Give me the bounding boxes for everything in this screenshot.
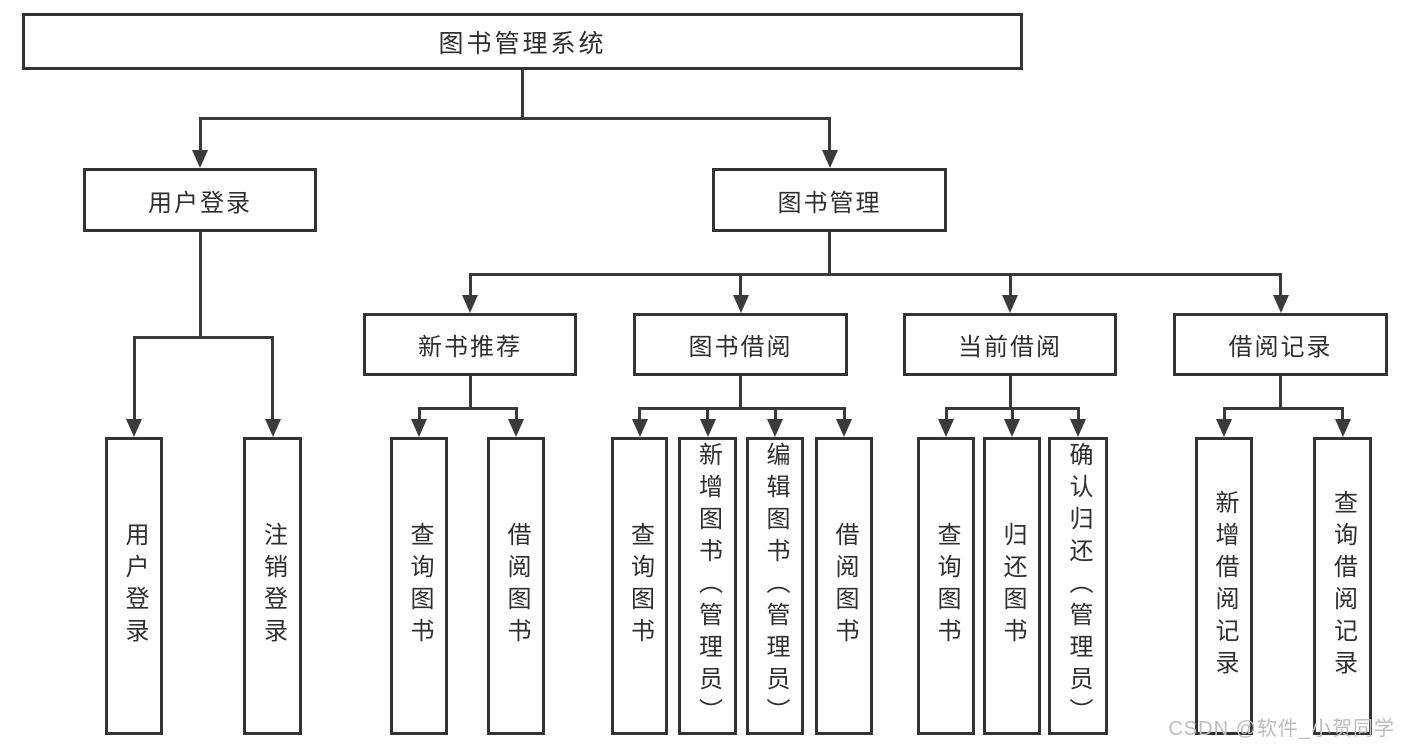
arrow-down-icon xyxy=(732,295,749,313)
arrow-down-icon xyxy=(699,419,716,437)
node-label: 编辑图书（管理员） xyxy=(762,442,789,730)
connector-drop-new-book-rec xyxy=(468,375,472,410)
connector-stem-book-mgmt xyxy=(828,117,831,156)
connector-stem-new-book-rec xyxy=(468,273,472,301)
node-label: 当前借阅 xyxy=(958,334,1062,361)
connector-stem-leaf-query-book-3 xyxy=(944,407,948,425)
node-label: 归还图书 xyxy=(999,522,1026,650)
connector-stem-leaf-confirm-return xyxy=(1076,407,1080,425)
connector-bus-book-mgmt xyxy=(468,273,1282,276)
connector-drop-book-borrow xyxy=(739,375,742,410)
node-label: 用户登录 xyxy=(148,189,252,217)
arrow-down-icon xyxy=(1216,419,1232,437)
node-current-borrow: 当前借阅 xyxy=(903,313,1117,376)
node-leaf-borrow-book-1: 借阅图书 xyxy=(487,437,545,735)
node-leaf-confirm-return: 确认归还（管理员） xyxy=(1048,437,1108,735)
node-leaf-logout: 注销登录 xyxy=(243,437,302,735)
node-label: 图书管理 xyxy=(777,189,882,217)
node-label: 查询借阅记录 xyxy=(1329,490,1357,682)
node-leaf-borrow-book-2: 借阅图书 xyxy=(815,437,873,735)
connector-stem-borrow-records xyxy=(1279,273,1282,301)
arrow-down-icon xyxy=(631,419,648,437)
connector-drop-borrow-records xyxy=(1279,375,1282,410)
arrow-down-icon xyxy=(264,419,281,437)
connector-bus-borrow-records xyxy=(1222,407,1344,410)
connector-stem-user-login xyxy=(198,117,202,156)
connector-bus-root xyxy=(198,117,831,120)
connector-stem-leaf-query-book-2 xyxy=(638,407,641,425)
node-label: 图书借阅 xyxy=(688,334,793,361)
connector-bus-new-book-rec xyxy=(417,407,518,410)
connector-stem-book-borrow xyxy=(739,273,742,301)
node-book-borrow: 图书借阅 xyxy=(633,313,848,376)
node-borrow-records: 借阅记录 xyxy=(1173,313,1388,376)
connector-stem-leaf-return-book xyxy=(1010,407,1014,425)
connector-bus-user-login xyxy=(132,336,274,339)
connector-bus-book-borrow xyxy=(638,407,846,410)
node-leaf-add-borrow-record: 新增借阅记录 xyxy=(1195,437,1253,735)
node-leaf-query-book-1: 查询图书 xyxy=(390,437,448,735)
arrow-down-icon xyxy=(1070,419,1086,437)
node-label: 确认归还（管理员） xyxy=(1065,442,1092,730)
arrow-down-icon xyxy=(508,419,524,437)
connector-stem-leaf-add-book xyxy=(706,407,709,425)
arrow-down-icon xyxy=(767,419,783,437)
node-label: 查询图书 xyxy=(406,522,433,650)
arrow-down-icon xyxy=(821,150,838,168)
arrow-down-icon xyxy=(1334,419,1351,437)
node-label: 借阅图书 xyxy=(503,522,530,650)
node-label: 图书管理系统 xyxy=(438,29,607,58)
arrow-down-icon xyxy=(126,419,142,437)
node-leaf-user-login: 用户登录 xyxy=(105,437,163,735)
connector-stem-leaf-query-borrow-record xyxy=(1341,407,1344,425)
node-label: 借阅记录 xyxy=(1228,334,1333,361)
connector-drop-book-mgmt xyxy=(828,231,831,276)
node-leaf-edit-book: 编辑图书（管理员） xyxy=(746,437,804,735)
connector-stem-current-borrow xyxy=(1008,273,1012,301)
node-leaf-query-book-2: 查询图书 xyxy=(611,437,668,735)
connector-drop-root xyxy=(521,69,524,120)
arrow-down-icon xyxy=(462,295,478,313)
connector-drop-user-login xyxy=(198,231,202,339)
arrow-down-icon xyxy=(1272,295,1289,313)
node-leaf-query-book-3: 查询图书 xyxy=(917,437,975,735)
node-label: 注销登录 xyxy=(259,522,287,650)
arrow-down-icon xyxy=(1004,419,1020,437)
node-leaf-return-book: 归还图书 xyxy=(983,437,1041,735)
node-leaf-add-book: 新增图书（管理员） xyxy=(678,437,737,735)
connector-stem-leaf-add-borrow-record xyxy=(1222,407,1226,425)
connector-stem-leaf-logout xyxy=(271,336,274,425)
node-user-login: 用户登录 xyxy=(83,168,317,232)
connector-stem-leaf-query-book-1 xyxy=(417,407,421,425)
node-new-book-rec: 新书推荐 xyxy=(363,313,577,376)
connector-stem-leaf-user-login xyxy=(132,336,136,425)
node-leaf-query-borrow-record: 查询借阅记录 xyxy=(1313,437,1372,735)
node-label: 新增图书（管理员） xyxy=(694,442,722,730)
arrow-down-icon xyxy=(192,150,208,168)
node-book-mgmt: 图书管理 xyxy=(712,168,947,232)
watermark: CSDN @软件_小贺同学 xyxy=(1168,718,1395,740)
node-label: 查询图书 xyxy=(626,522,654,650)
connector-drop-current-borrow xyxy=(1008,375,1012,410)
node-label: 查询图书 xyxy=(933,522,960,650)
connector-stem-leaf-borrow-book-1 xyxy=(514,407,518,425)
node-root: 图书管理系统 xyxy=(22,13,1023,70)
arrow-down-icon xyxy=(836,419,852,437)
arrow-down-icon xyxy=(411,419,427,437)
connector-stem-leaf-edit-book xyxy=(773,407,777,425)
node-label: 新书推荐 xyxy=(418,334,522,361)
node-label: 借阅图书 xyxy=(831,522,858,650)
arrow-down-icon xyxy=(1002,295,1018,313)
arrow-down-icon xyxy=(938,419,954,437)
node-label: 新增借阅记录 xyxy=(1211,490,1238,682)
connector-stem-leaf-borrow-book-2 xyxy=(842,407,846,425)
node-label: 用户登录 xyxy=(121,522,148,650)
